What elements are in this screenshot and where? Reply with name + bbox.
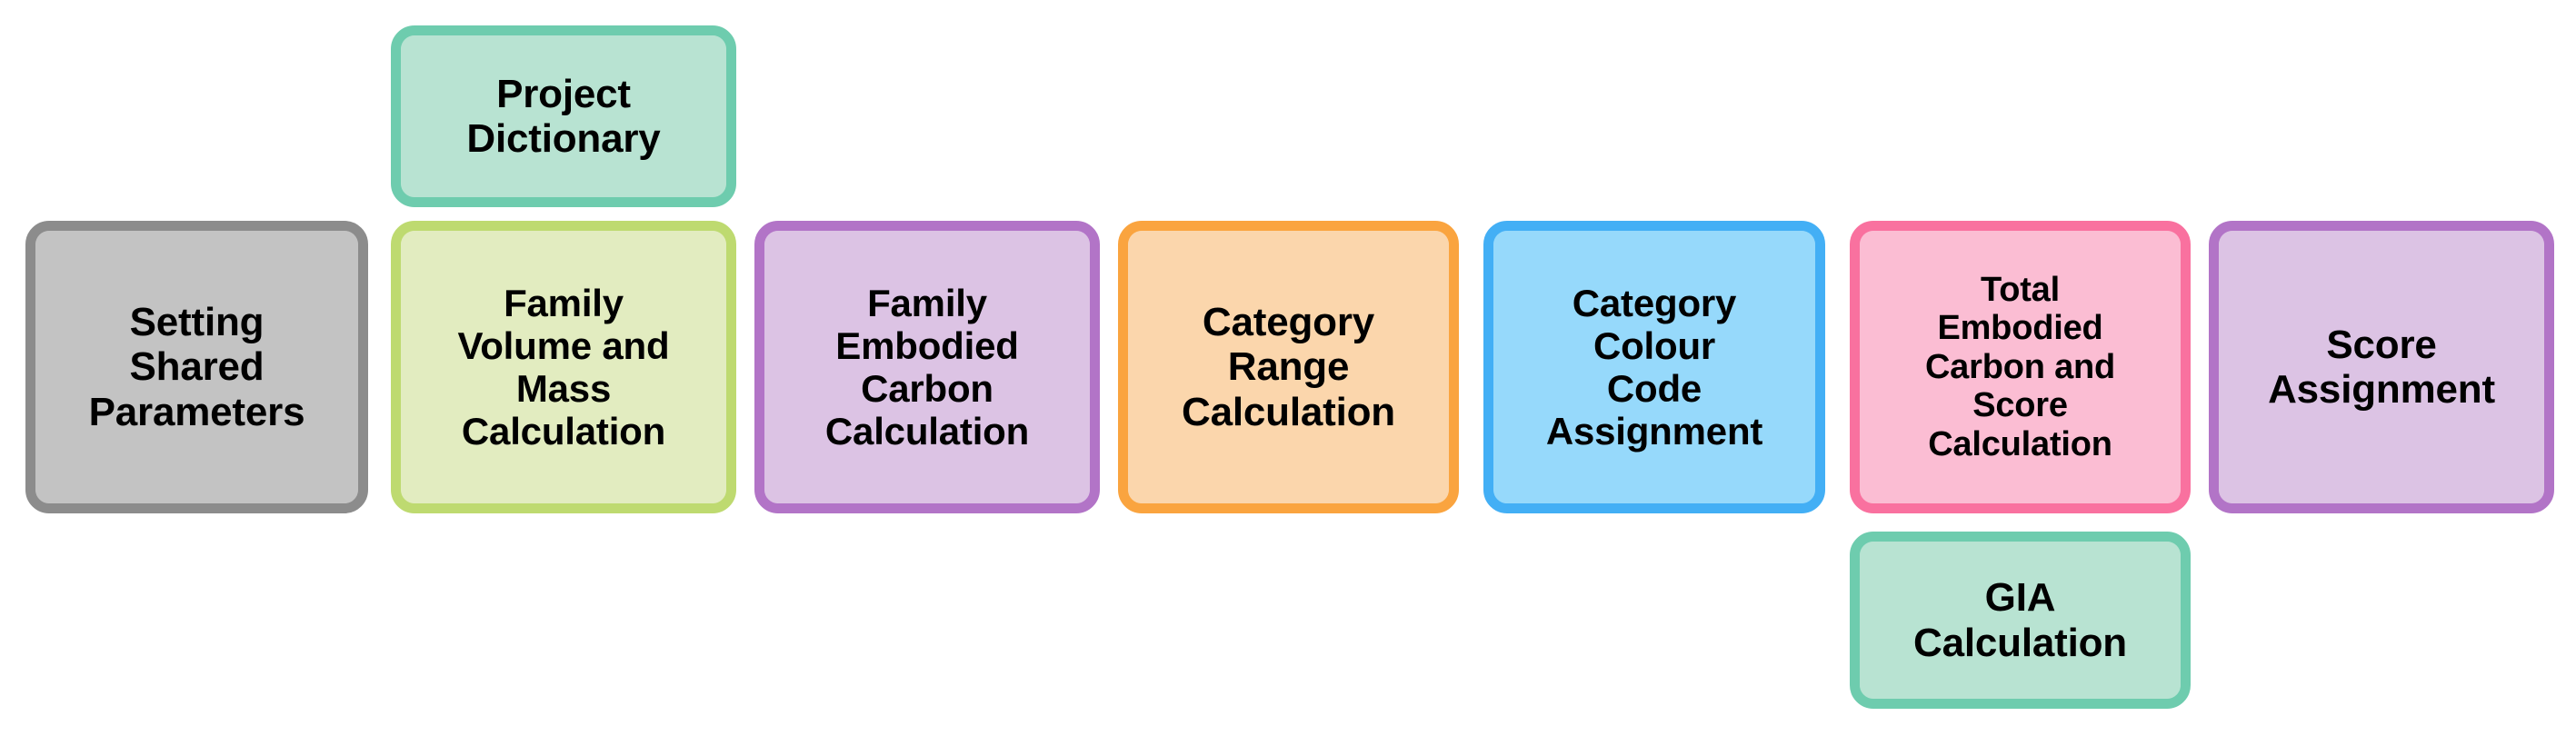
node-setting-shared-parameters-body: Setting Shared Parameters bbox=[35, 231, 358, 503]
node-total-embodied-carbon-and-score-calculation-body: Total Embodied Carbon and Score Calculat… bbox=[1860, 231, 2181, 503]
node-category-colour-code-assignment-body: Category Colour Code Assignment bbox=[1493, 231, 1815, 503]
node-category-range-calculation-label: Category Range Calculation bbox=[1182, 300, 1395, 434]
node-project-dictionary-label: Project Dictionary bbox=[466, 71, 661, 161]
node-family-volume-and-mass-calculation-body: Family Volume and Mass Calculation bbox=[401, 231, 726, 503]
node-project-dictionary-body: Project Dictionary bbox=[401, 35, 726, 197]
node-total-embodied-carbon-and-score-calculation-label: Total Embodied Carbon and Score Calculat… bbox=[1924, 270, 2116, 463]
node-category-range-calculation[interactable]: Category Range Calculation bbox=[1118, 221, 1459, 513]
node-category-colour-code-assignment[interactable]: Category Colour Code Assignment bbox=[1483, 221, 1825, 513]
node-family-volume-and-mass-calculation-label: Family Volume and Mass Calculation bbox=[457, 281, 670, 453]
node-score-assignment-label: Score Assignment bbox=[2268, 322, 2495, 412]
node-family-embodied-carbon-calculation-label: Family Embodied Carbon Calculation bbox=[824, 281, 1030, 453]
node-total-embodied-carbon-and-score-calculation[interactable]: Total Embodied Carbon and Score Calculat… bbox=[1850, 221, 2191, 513]
node-category-range-calculation-body: Category Range Calculation bbox=[1128, 231, 1449, 503]
node-family-embodied-carbon-calculation[interactable]: Family Embodied Carbon Calculation bbox=[754, 221, 1100, 513]
node-gia-calculation-body: GIA Calculation bbox=[1860, 542, 2181, 699]
node-setting-shared-parameters-label: Setting Shared Parameters bbox=[88, 300, 305, 434]
node-family-embodied-carbon-calculation-body: Family Embodied Carbon Calculation bbox=[764, 231, 1090, 503]
node-gia-calculation[interactable]: GIA Calculation bbox=[1850, 532, 2191, 709]
node-score-assignment-body: Score Assignment bbox=[2219, 231, 2544, 503]
node-score-assignment[interactable]: Score Assignment bbox=[2209, 221, 2554, 513]
node-family-volume-and-mass-calculation[interactable]: Family Volume and Mass Calculation bbox=[391, 221, 736, 513]
node-project-dictionary[interactable]: Project Dictionary bbox=[391, 25, 736, 207]
node-gia-calculation-label: GIA Calculation bbox=[1913, 575, 2127, 665]
node-category-colour-code-assignment-label: Category Colour Code Assignment bbox=[1545, 281, 1763, 453]
node-setting-shared-parameters[interactable]: Setting Shared Parameters bbox=[25, 221, 368, 513]
